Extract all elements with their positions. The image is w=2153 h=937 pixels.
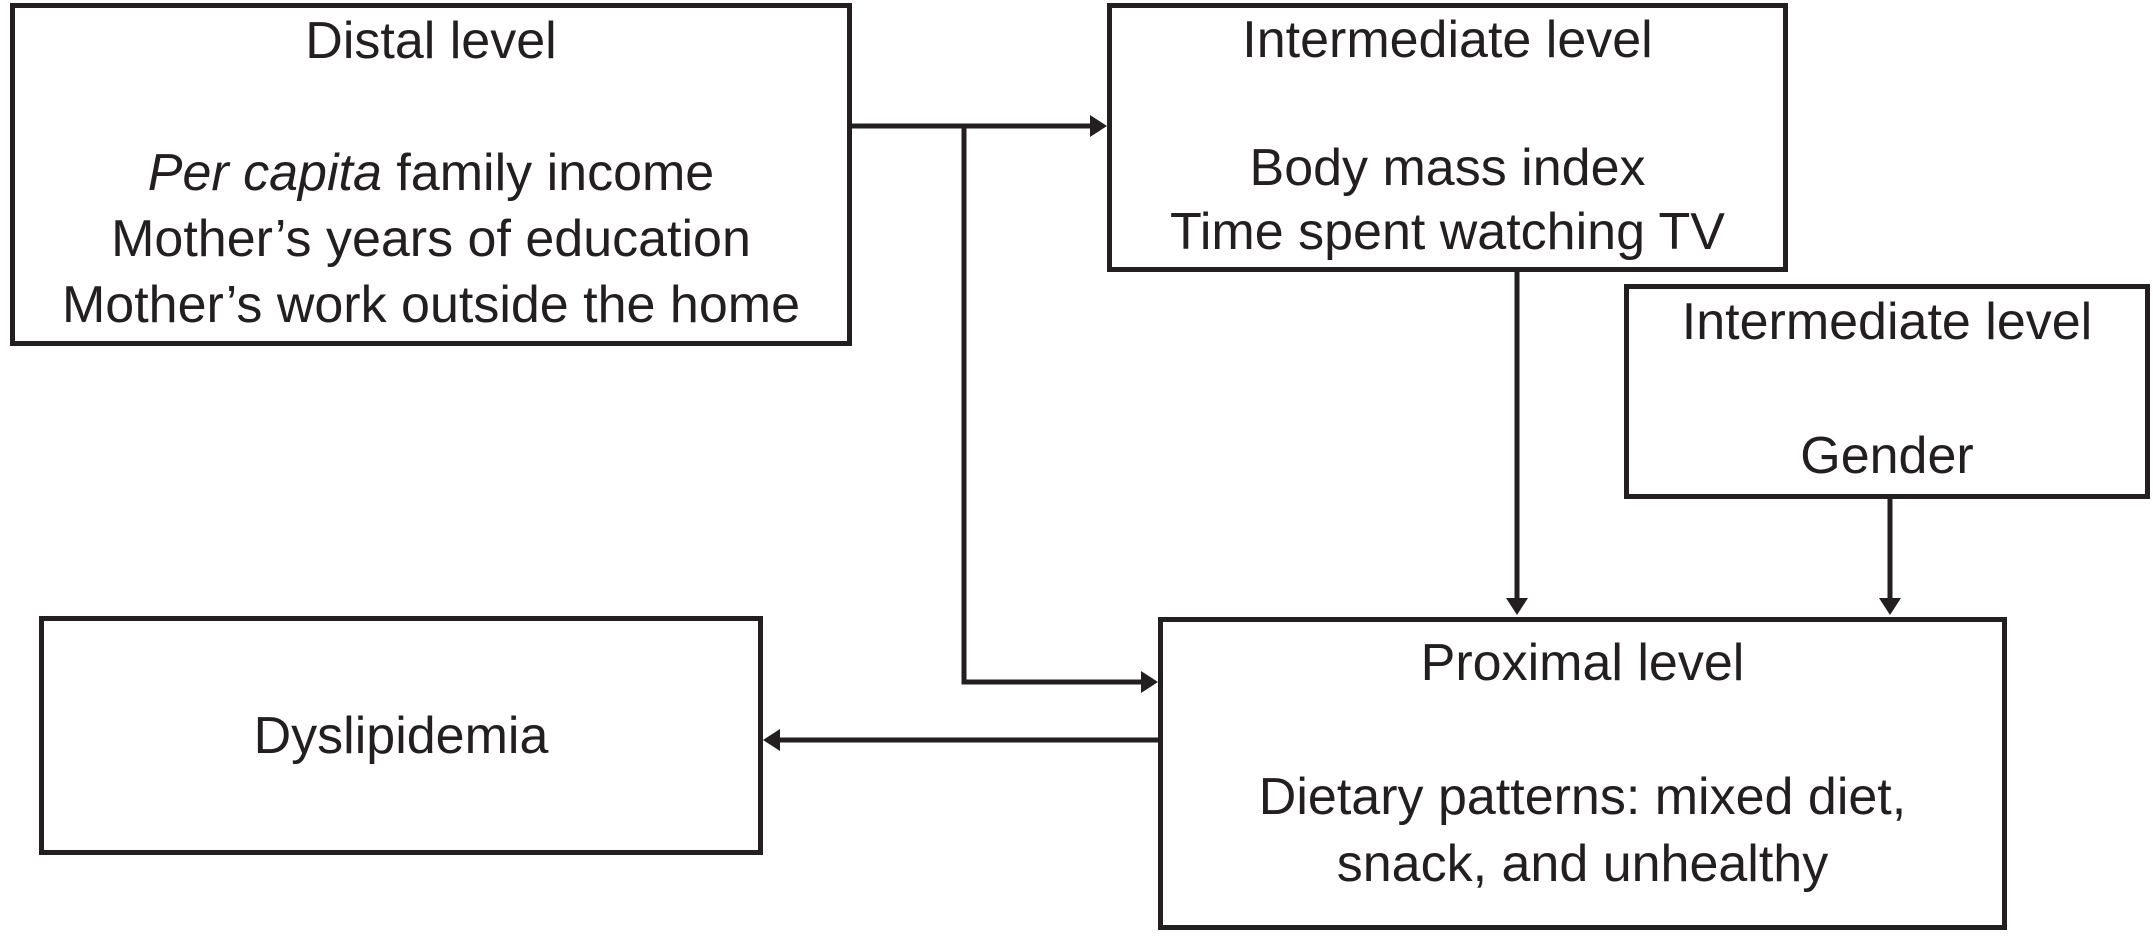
arrow-proximal-to-dyslipidemia-head	[763, 729, 780, 751]
distal-work-line: Mother’s work outside the home	[61, 276, 800, 334]
intermediate-bmi-tv-title: Intermediate level	[1242, 11, 1653, 69]
proximal-level-title: Proximal level	[1420, 634, 1745, 692]
intermediate-tv-line: Time spent watching TV	[1170, 203, 1725, 261]
arrow-distal-to-proximal-line	[961, 126, 1144, 685]
distal-income-rest-part: family income	[381, 144, 715, 202]
box-proximal-level: Proximal level Dietary patterns: mixed d…	[1158, 617, 2007, 930]
box-intermediate-level-gender: Intermediate level Gender	[1624, 284, 2150, 499]
box-dyslipidemia: Dyslipidemia	[39, 616, 763, 855]
distal-level-title: Distal level	[305, 12, 557, 70]
distal-income-line: Per capita family income	[15, 140, 847, 206]
distal-income-italic-part: Per capita	[147, 144, 382, 202]
arrow-distal-to-proximal-head	[1141, 671, 1158, 693]
dyslipidemia-label: Dyslipidemia	[253, 706, 549, 765]
box-intermediate-level-bmi-tv: Intermediate level Body mass index Time …	[1107, 3, 1788, 272]
proximal-diet-line-2: snack, and unhealthy	[1336, 835, 1829, 893]
intermediate-gender-title: Intermediate level	[1681, 293, 2093, 351]
proximal-diet-line-1: Dietary patterns: mixed diet,	[1258, 768, 1907, 826]
arrow-intermediate-bmi-tv-to-proximal-head	[1506, 598, 1528, 615]
box-distal-level: Distal level Per capita family income Mo…	[10, 3, 852, 346]
arrow-distal-to-intermediate-head	[1090, 115, 1107, 137]
distal-education-line: Mother’s years of education	[111, 210, 751, 268]
arrow-intermediate-gender-to-proximal-head	[1879, 598, 1901, 615]
intermediate-bmi-line: Body mass index	[1249, 139, 1646, 197]
intermediate-gender-line: Gender	[1800, 427, 1974, 485]
